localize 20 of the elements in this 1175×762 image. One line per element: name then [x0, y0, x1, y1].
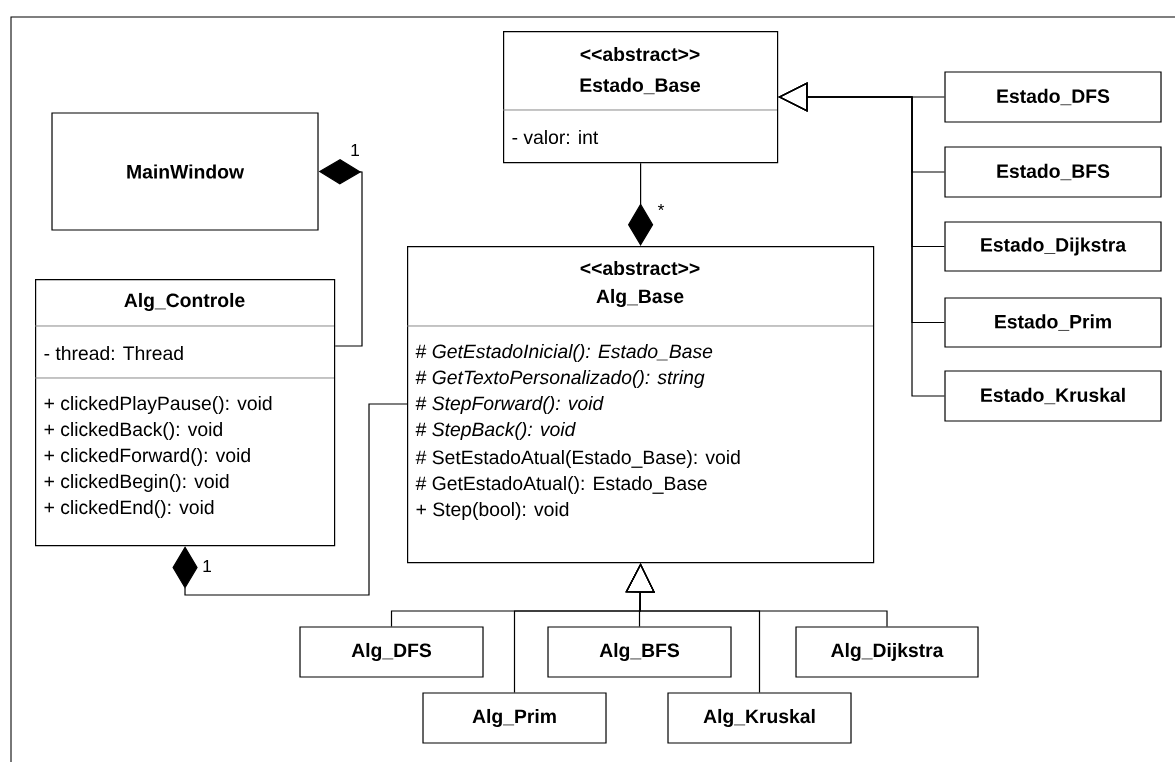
class-box: Alg_Kruskal: [667, 692, 852, 744]
class-box: <<abstract>> Estado_Base - valor: int: [502, 31, 779, 164]
class-box: Alg_Prim: [422, 692, 607, 744]
class-box: Estado_Dijkstra: [944, 221, 1162, 272]
class-box: Alg_DFS: [299, 626, 484, 678]
class-box: Alg_BFS: [547, 626, 732, 678]
connector-arrow: [778, 82, 945, 397]
class-box: Estado_Prim: [944, 297, 1162, 348]
connector-arrow: [625, 563, 761, 693]
multiplicity-label: 1: [351, 144, 359, 156]
class-box: Estado_Kruskal: [944, 370, 1162, 422]
connector-arrow: [172, 403, 408, 596]
class-box: MainWindow: [51, 112, 319, 231]
class-box: Alg_Controle - thread: Thread + clickedPlayPause(): void + clickedBack(): void + clickedForward(): void + clickedBegin(): void + clickedEnd(): void: [34, 279, 336, 547]
multiplicity-label: *: [657, 204, 665, 211]
class-box: Estado_DFS: [944, 71, 1162, 123]
multiplicity-label: 1: [203, 560, 211, 572]
class-box: Alg_Dijkstra: [795, 626, 979, 678]
class-box: <<abstract>> Alg_Base # GetEstadoInicial(): Estado_Base # GetTextoPersonalizado(): string # StepForward(): void # StepBack(): void # SetEstadoAtual(Estado_Base): void # GetEstadoAtual(): Estado_Base + Step(bool): void: [406, 246, 875, 564]
class-box: Estado_BFS: [944, 146, 1162, 198]
